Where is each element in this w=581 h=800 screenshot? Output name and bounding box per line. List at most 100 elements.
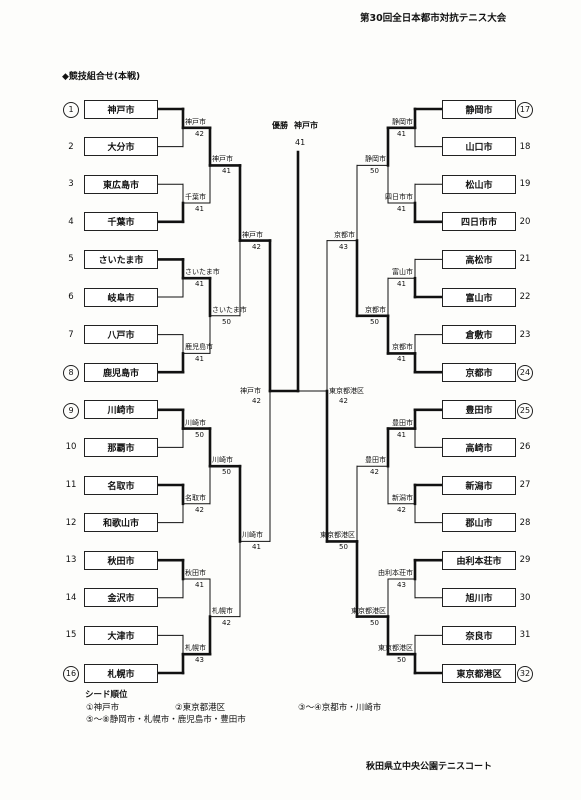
match-winner-label: 静岡市 bbox=[365, 155, 386, 164]
team-box: 那覇市 bbox=[84, 437, 158, 457]
seed-number: 21 bbox=[519, 254, 531, 265]
match-winner-label: 札幌市 bbox=[212, 606, 233, 615]
match-winner-label: 神戸市 bbox=[242, 230, 263, 239]
team-box: 和歌山市 bbox=[84, 513, 158, 533]
team-box: 奈良市 bbox=[442, 625, 516, 645]
match-winner-label: 京都市 bbox=[365, 305, 386, 314]
seed-number: 9 bbox=[63, 402, 79, 419]
team-box: 郡山市 bbox=[442, 513, 516, 533]
match-winner-label: 神戸市 bbox=[185, 117, 206, 126]
seed-legend-2: ②東京都港区 bbox=[175, 703, 226, 713]
match-winner-label: 札幌市 bbox=[185, 644, 206, 653]
seed-number: 6 bbox=[68, 292, 74, 302]
semifinal-winner-label: 東京都港区 bbox=[329, 387, 364, 395]
seed-number: 30 bbox=[519, 592, 531, 603]
team-box: 四日市市 bbox=[442, 212, 516, 232]
match-winner-label: さいたま市 bbox=[212, 305, 247, 314]
team-box: 豊田市 bbox=[442, 400, 516, 420]
team-box: 静岡市 bbox=[442, 99, 516, 119]
match-winner-label: 豊田市 bbox=[365, 456, 386, 465]
match-winner-label: 豊田市 bbox=[392, 418, 413, 427]
team-box: 東広島市 bbox=[84, 174, 158, 194]
seed-number: 22 bbox=[519, 292, 531, 302]
seed-legend-title: シード順位 bbox=[85, 690, 128, 700]
seed-number: 11 bbox=[65, 480, 77, 490]
semifinal-winner-label: 神戸市 bbox=[240, 387, 261, 395]
match-score: 41 bbox=[195, 581, 204, 589]
team-box: 大分市 bbox=[84, 137, 158, 157]
seed-number: 15 bbox=[65, 630, 77, 641]
seed-number: 17 bbox=[517, 102, 533, 118]
seed-legend-1: ①神戸市 bbox=[86, 703, 120, 713]
seed-number: 5 bbox=[68, 254, 74, 265]
seed-number: 3 bbox=[68, 179, 74, 190]
match-winner-label: 川崎市 bbox=[185, 418, 206, 427]
seed-number: 8 bbox=[63, 365, 79, 382]
match-winner-label: 名取市 bbox=[185, 493, 206, 502]
seed-number: 2 bbox=[68, 141, 74, 152]
seed-number: 26 bbox=[519, 442, 531, 453]
team-box: さいたま市 bbox=[84, 249, 158, 269]
seed-number: 20 bbox=[519, 216, 531, 227]
seed-number: 31 bbox=[519, 630, 531, 641]
seed-number: 28 bbox=[519, 517, 531, 528]
match-score: 43 bbox=[397, 581, 406, 589]
team-box: 金沢市 bbox=[84, 588, 158, 608]
match-score: 42 bbox=[195, 505, 204, 514]
seed-number: 24 bbox=[517, 365, 533, 382]
match-winner-label: 東京都港区 bbox=[378, 644, 413, 653]
team-box: 旭川市 bbox=[442, 588, 516, 608]
seed-number: 1 bbox=[63, 102, 79, 118]
team-box: 京都市 bbox=[442, 362, 516, 382]
team-box: 名取市 bbox=[84, 475, 158, 495]
team-box: 由利本荘市 bbox=[442, 550, 516, 570]
team-box: 富山市 bbox=[442, 287, 516, 307]
match-winner-label: 四日市市 bbox=[385, 193, 413, 201]
seed-number: 18 bbox=[519, 141, 531, 152]
seed-number: 19 bbox=[519, 179, 531, 190]
match-score: 50 bbox=[370, 618, 379, 627]
match-winner-label: 川崎市 bbox=[242, 531, 263, 540]
match-score: 41 bbox=[222, 167, 231, 176]
match-winner-label: 鹿児島市 bbox=[185, 343, 213, 352]
seed-number: 27 bbox=[519, 480, 531, 490]
section-subtitle: ◆競技組合せ(本戦) bbox=[62, 72, 141, 82]
match-winner-label: 静岡市 bbox=[392, 117, 413, 126]
match-score: 43 bbox=[195, 656, 204, 665]
team-box: 八戸市 bbox=[84, 325, 158, 345]
venue: 秋田県立中央公園テニスコート bbox=[366, 762, 493, 772]
match-score: 50 bbox=[195, 430, 204, 439]
seed-legend-5-8: ⑤～⑧静岡市・札幌市・鹿児島市・豊田市 bbox=[86, 715, 246, 725]
semifinal-score: 42 bbox=[252, 397, 261, 405]
champion-score: 41 bbox=[295, 138, 306, 147]
champion-city: 神戸市 bbox=[294, 121, 318, 130]
seed-number: 7 bbox=[68, 329, 74, 340]
match-score: 41 bbox=[195, 205, 204, 213]
semifinal-score: 42 bbox=[339, 397, 348, 405]
match-score: 50 bbox=[370, 317, 379, 326]
team-box: 札幌市 bbox=[84, 663, 158, 683]
match-score: 42 bbox=[370, 468, 379, 477]
match-score: 41 bbox=[195, 280, 204, 289]
team-box: 大津市 bbox=[84, 625, 158, 645]
match-score: 42 bbox=[195, 129, 204, 138]
tournament-title: 第30回全日本都市対抗テニス大会 bbox=[360, 13, 507, 24]
match-score: 41 bbox=[397, 430, 406, 439]
match-score: 41 bbox=[397, 355, 406, 364]
match-winner-label: さいたま市 bbox=[185, 268, 220, 277]
seed-legend-3-4: ③～④京都市・川崎市 bbox=[298, 703, 382, 713]
team-box: 岐阜市 bbox=[84, 287, 158, 307]
match-winner-label: 京都市 bbox=[392, 343, 413, 352]
seed-number: 29 bbox=[519, 555, 531, 566]
match-winner-label: 神戸市 bbox=[212, 155, 233, 164]
team-box: 川崎市 bbox=[84, 400, 158, 420]
seed-number: 25 bbox=[517, 402, 533, 419]
match-score: 50 bbox=[222, 468, 231, 477]
match-winner-label: 東京都港区 bbox=[351, 606, 386, 615]
match-score: 42 bbox=[222, 618, 231, 627]
seed-number: 12 bbox=[65, 517, 77, 528]
match-score: 41 bbox=[397, 129, 406, 138]
match-winner-label: 川崎市 bbox=[212, 456, 233, 465]
